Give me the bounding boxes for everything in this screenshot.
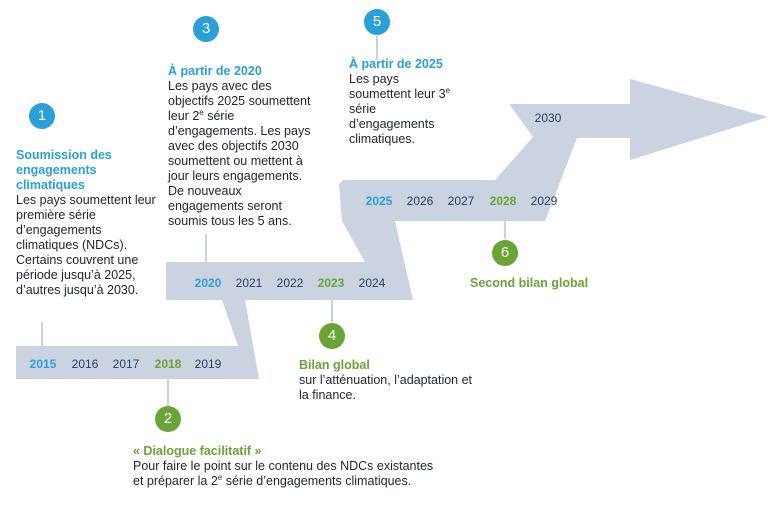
year-label: 2027 [447,194,475,208]
year-label: 2019 [194,357,222,371]
event-2-block: « Dialogue facilitatif » Pour faire le p… [133,444,443,489]
event-5-title: À partir de 2025 [349,57,443,71]
event-3-text: Les pays avec des objectifs 2025 soumett… [168,79,311,228]
staircase-arrow-band [16,79,768,379]
event-5-block: À partir de 2025 Les pays soumettent leu… [349,57,454,147]
event-1-title: Soumission des engagements climatiques [16,148,112,192]
event-5-text: Les pays soumettent leur 3e série d’enga… [349,72,451,146]
year-label: 2016 [71,357,99,371]
event-2-title: « Dialogue facilitatif » [133,444,262,458]
year-label: 2029 [530,194,558,208]
event-3-block: À partir de 2020 Les pays avec des objec… [168,64,318,229]
step-badge-4: 4 [319,323,345,349]
step-badge-3: 3 [193,16,219,42]
step-badge-1: 1 [29,103,55,129]
year-label: 2026 [406,194,434,208]
event-1-text: Les pays soumettent leur première série … [16,193,156,297]
event-3-title: À partir de 2020 [168,64,262,78]
event-6-title: Second bilan global [470,276,589,290]
year-label: 2020 [194,276,222,290]
year-label: 2017 [112,357,140,371]
event-6-block: Second bilan global [470,276,630,291]
year-label: 2024 [358,276,386,290]
year-label: 2028 [489,194,517,208]
event-4-block: Bilan global sur l’atténuation, l’adapta… [299,358,479,403]
year-label: 2023 [317,276,345,290]
step-badge-2: 2 [155,406,181,432]
event-1-block: Soumission des engagements climatiques L… [16,148,156,298]
event-2-text: Pour faire le point sur le contenu des N… [133,459,434,488]
year-label: 2022 [276,276,304,290]
step-badge-6: 6 [492,240,518,266]
year-label: 2025 [365,194,393,208]
year-label: 2015 [29,357,57,371]
step-badge-5: 5 [364,9,390,35]
event-4-title: Bilan global [299,358,370,372]
connector-lines [41,36,506,406]
event-4-text: sur l’atténuation, l’adaptation et la fi… [299,373,473,402]
year-label: 2018 [154,357,182,371]
year-label: 2030 [534,111,562,125]
year-label: 2021 [235,276,263,290]
